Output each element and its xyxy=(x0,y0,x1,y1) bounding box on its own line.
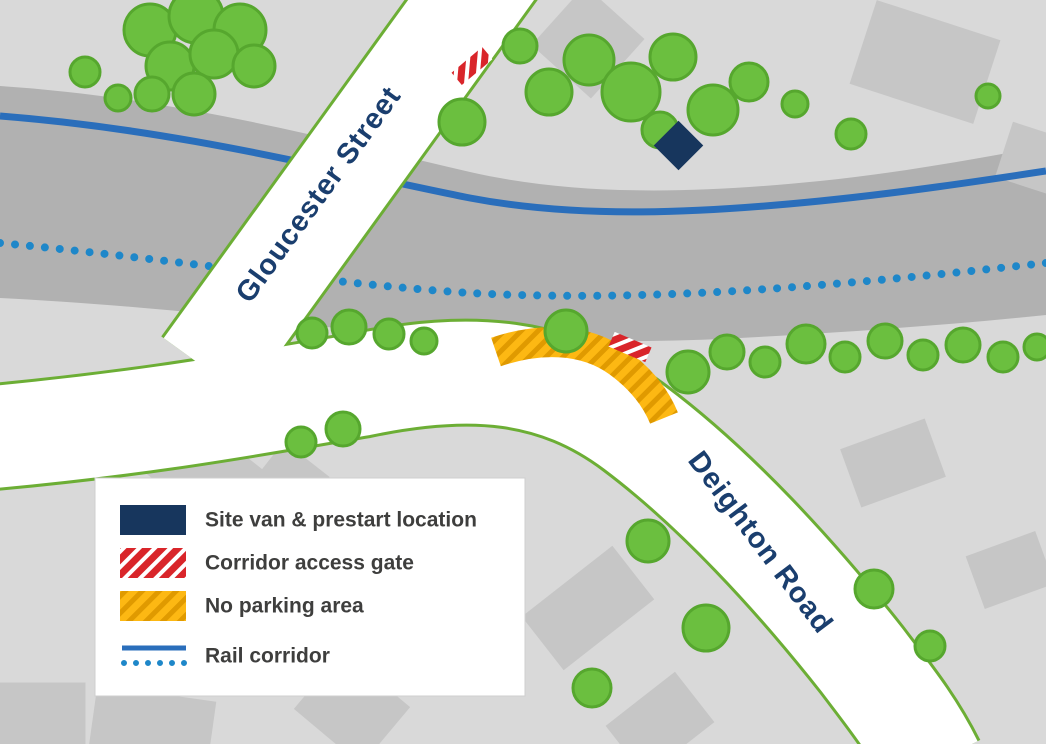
legend-swatch-site-van xyxy=(120,505,186,535)
tree xyxy=(625,518,671,564)
corridor-access-gate-marker-north xyxy=(451,47,493,85)
tree xyxy=(68,55,102,89)
tree xyxy=(437,97,487,147)
building xyxy=(521,545,655,671)
legend-label-no-parking: No parking area xyxy=(205,595,364,618)
tree xyxy=(524,67,574,117)
tree xyxy=(372,317,406,351)
tree xyxy=(748,345,782,379)
rail-corridor-dotted-line xyxy=(0,239,1046,300)
tree xyxy=(785,323,827,365)
tree xyxy=(1022,332,1046,362)
tree xyxy=(708,333,746,371)
legend-item-site-van: Site van & prestart location xyxy=(120,505,477,535)
tree xyxy=(284,425,318,459)
tree xyxy=(133,75,171,113)
legend-item-no-parking: No parking area xyxy=(120,591,364,621)
legend-swatch-access-gate xyxy=(120,548,186,578)
tree xyxy=(665,349,711,395)
tree xyxy=(853,568,895,610)
building xyxy=(849,0,1001,124)
building xyxy=(605,671,715,744)
tree xyxy=(600,61,662,123)
tree xyxy=(103,83,133,113)
legend-label-rail-corridor: Rail corridor xyxy=(205,645,330,668)
trees-layer xyxy=(68,0,1046,709)
tree xyxy=(974,82,1002,110)
tree xyxy=(231,43,277,89)
building xyxy=(965,531,1046,609)
building xyxy=(0,682,86,744)
tree xyxy=(686,83,740,137)
deighton-road xyxy=(0,321,978,744)
legend-label-access-gate: Corridor access gate xyxy=(205,552,414,575)
tree xyxy=(648,32,698,82)
tree xyxy=(188,28,240,80)
tree xyxy=(828,340,862,374)
building xyxy=(840,418,946,508)
gloucester-street-road xyxy=(163,0,535,398)
rail-line xyxy=(0,112,1046,216)
legend-label-site-van: Site van & prestart location xyxy=(205,509,477,532)
tree xyxy=(543,308,589,354)
road-surfaces xyxy=(0,0,978,744)
tree xyxy=(409,326,439,356)
tree xyxy=(944,326,982,364)
tree xyxy=(330,308,368,346)
legend-swatch-no-parking xyxy=(120,591,186,621)
tree xyxy=(834,117,868,151)
tree xyxy=(171,71,217,117)
tree xyxy=(562,33,616,87)
tree xyxy=(780,89,810,119)
tree xyxy=(866,322,904,360)
building xyxy=(995,121,1046,203)
tree xyxy=(324,410,362,448)
tree xyxy=(728,61,770,103)
tree xyxy=(913,629,947,663)
no-parking-area-marker xyxy=(491,327,678,425)
tree xyxy=(501,27,539,65)
tree xyxy=(571,667,613,709)
legend: Site van & prestart location Corridor ac… xyxy=(94,477,526,697)
tree xyxy=(906,338,940,372)
corridor-access-gate-marker-south xyxy=(608,331,652,363)
legend-item-rail-corridor: Rail corridor xyxy=(121,645,330,668)
building xyxy=(87,684,217,744)
tree xyxy=(986,340,1020,374)
tree xyxy=(295,316,329,350)
legend-item-access-gate: Corridor access gate xyxy=(120,548,414,578)
tree xyxy=(681,603,731,653)
